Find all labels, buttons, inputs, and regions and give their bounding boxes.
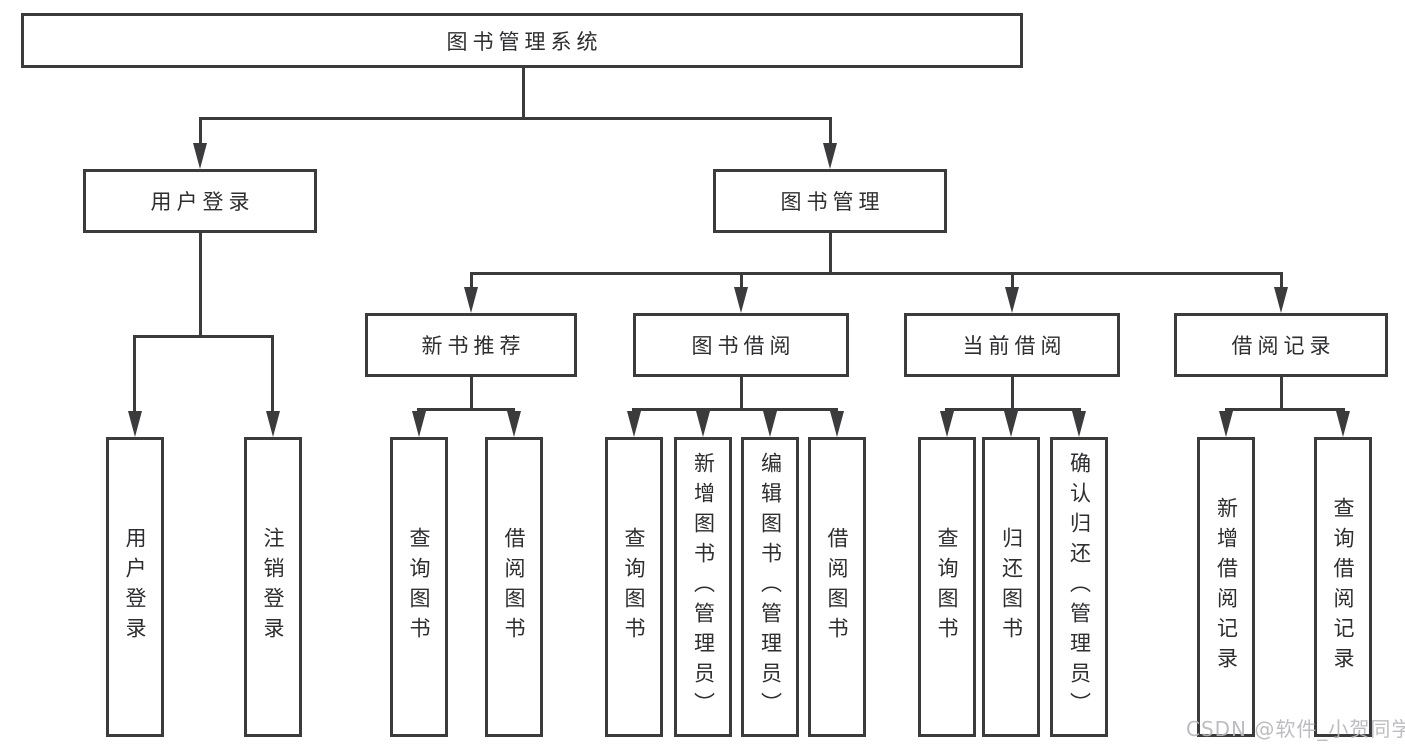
node-borrow-records: 借阅记录 — [1174, 313, 1388, 377]
leaf-label: 借阅图书 — [825, 527, 849, 647]
leaf-label: 注销登录 — [261, 527, 285, 647]
connector-group-rail — [417, 407, 515, 411]
leaf-label: 查询借阅记录 — [1331, 497, 1355, 677]
arrowhead-down-icon — [1005, 287, 1019, 313]
arrowhead-down-icon — [127, 411, 142, 437]
connector-arrow-stem — [828, 117, 832, 145]
arrowhead-down-icon — [1219, 411, 1233, 437]
leaf-borrow-books-recommend: 借阅图书 — [484, 437, 543, 737]
connector-group-stub — [1279, 377, 1283, 409]
arrowhead-down-icon — [1274, 287, 1288, 313]
node-user-login: 用户登录 — [83, 169, 317, 233]
arrowhead-down-icon — [939, 411, 954, 437]
connector-arrow-stem — [1224, 407, 1228, 414]
connector-arrow-stem — [198, 117, 202, 145]
leaf-label: 确认归还（管理员） — [1067, 452, 1092, 722]
connector-arrow-stem — [271, 334, 274, 413]
connector-root-stub — [521, 68, 525, 117]
leaf-borrow-books: 借阅图书 — [807, 437, 866, 737]
connector-group-rail — [945, 407, 1081, 411]
connector-arrow-stem — [1077, 407, 1081, 414]
leaf-label: 借阅图书 — [502, 527, 526, 647]
node-current-borrow: 当前借阅 — [904, 313, 1120, 377]
connector-arrow-stem — [1009, 407, 1013, 414]
connector-group-rail — [632, 407, 838, 411]
leaf-query-books-current: 查询图书 — [917, 437, 976, 737]
leaf-query-books-borrow: 查询图书 — [604, 437, 663, 737]
arrowhead-down-icon — [823, 143, 837, 169]
leaf-edit-books-admin: 编辑图书（管理员） — [741, 437, 799, 737]
connector-arrow-stem — [133, 334, 136, 413]
node-label: 图书管理 — [780, 190, 885, 214]
leaf-confirm-return-admin: 确认归还（管理员） — [1050, 437, 1108, 737]
leaf-logout: 注销登录 — [243, 437, 302, 737]
leaf-label: 新增借阅记录 — [1214, 497, 1239, 677]
arrowhead-down-icon — [696, 411, 710, 437]
node-label: 新书推荐 — [421, 334, 526, 358]
connector-arrow-stem — [512, 407, 515, 414]
leaf-label: 查询图书 — [622, 527, 646, 647]
connector-arrow-stem — [945, 407, 948, 414]
node-label: 图书管理系统 — [446, 29, 603, 54]
node-label: 借阅记录 — [1231, 334, 1336, 358]
leaf-user-login: 用户登录 — [105, 437, 164, 737]
connector-user-login-stub — [198, 233, 202, 336]
connector-arrow-stem — [835, 407, 838, 414]
leaf-label: 用户登录 — [123, 527, 147, 647]
connector-group-rail — [1224, 407, 1345, 411]
connector-user-login-rail — [133, 334, 274, 338]
arrowhead-down-icon — [1072, 411, 1086, 437]
connector-arrow-stem — [1279, 271, 1283, 289]
connector-arrow-stem — [1010, 271, 1014, 289]
arrowhead-down-icon — [411, 411, 426, 437]
connector-arrow-stem — [632, 407, 635, 414]
leaf-label: 编辑图书（管理员） — [758, 452, 783, 722]
arrowhead-down-icon — [265, 411, 280, 437]
connector-group-stub — [469, 377, 473, 409]
node-label: 图书借阅 — [691, 334, 796, 358]
connector-level2-rail — [198, 117, 832, 120]
leaf-query-books-recommend: 查询图书 — [389, 437, 448, 737]
leaf-add-borrow-record: 新增借阅记录 — [1197, 437, 1255, 737]
arrowhead-down-icon — [1004, 411, 1018, 437]
connector-arrow-stem — [701, 407, 705, 414]
connector-arrow-stem — [417, 407, 420, 414]
node-book-management: 图书管理 — [713, 169, 947, 233]
leaf-add-books-admin: 新增图书（管理员） — [674, 437, 732, 737]
connector-level3-rail — [469, 271, 1283, 275]
leaf-label: 新增图书（管理员） — [691, 452, 716, 722]
connector-arrow-stem — [739, 271, 743, 289]
arrowhead-down-icon — [464, 287, 478, 313]
leaf-label: 归还图书 — [999, 527, 1024, 647]
arrowhead-down-icon — [506, 411, 521, 437]
arrowhead-down-icon — [734, 287, 748, 313]
leaf-query-borrow-record: 查询借阅记录 — [1313, 437, 1372, 737]
arrowhead-down-icon — [829, 411, 844, 437]
arrowhead-down-icon — [626, 411, 641, 437]
connector-arrow-stem — [768, 407, 772, 414]
leaf-label: 查询图书 — [935, 527, 959, 647]
leaf-return-books: 归还图书 — [982, 437, 1040, 737]
node-library-system: 图书管理系统 — [21, 13, 1023, 68]
csdn-watermark: CSDN @软件_小贺同学 — [1186, 717, 1405, 741]
connector-book-mgmt-stub — [828, 233, 832, 273]
node-new-book-recommend: 新书推荐 — [365, 313, 577, 377]
arrowhead-down-icon — [1335, 411, 1350, 437]
leaf-label: 查询图书 — [407, 527, 431, 647]
connector-arrow-stem — [469, 271, 473, 289]
connector-group-stub — [1010, 377, 1014, 409]
arrowhead-down-icon — [763, 411, 777, 437]
arrowhead-down-icon — [193, 143, 207, 169]
node-book-borrow: 图书借阅 — [633, 313, 849, 377]
connector-group-stub — [739, 377, 743, 409]
node-label: 当前借阅 — [962, 334, 1067, 358]
connector-arrow-stem — [1341, 407, 1344, 414]
node-label: 用户登录 — [150, 190, 255, 214]
